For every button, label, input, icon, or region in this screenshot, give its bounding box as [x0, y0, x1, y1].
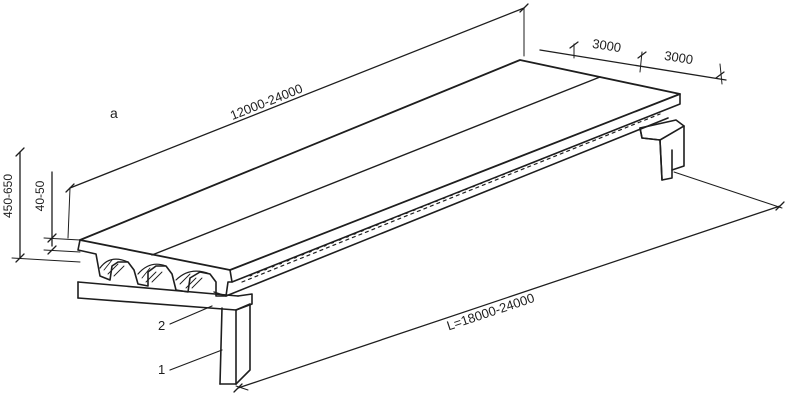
- right-support: [639, 119, 685, 181]
- slab-side: [213, 93, 681, 297]
- slab-top: [79, 59, 681, 271]
- dim-label-width-1: 3000: [591, 36, 622, 55]
- dim-label-width-2: 3000: [663, 48, 694, 67]
- left-column: [219, 303, 251, 385]
- callout-beam-label: 2: [158, 318, 165, 333]
- dim-slab-widths: [539, 41, 727, 85]
- dim-slab-length: [65, 3, 529, 239]
- left-beam: [77, 281, 253, 311]
- callout-leaders: [169, 305, 223, 371]
- dim-label-beam-height: 450-650: [1, 174, 15, 218]
- callout-column-label: 1: [158, 362, 165, 377]
- dim-span: [233, 171, 785, 393]
- dim-label-slab-length: 12000-24000: [228, 81, 305, 123]
- dim-label-flange-thickness: 40-50: [33, 180, 47, 211]
- slab-cross-section: [77, 239, 233, 297]
- panel-label: а: [110, 105, 118, 121]
- dim-beam-height: [11, 147, 81, 263]
- dim-label-span: L=18000-24000: [445, 290, 536, 333]
- dim-flange-thickness: [43, 171, 81, 255]
